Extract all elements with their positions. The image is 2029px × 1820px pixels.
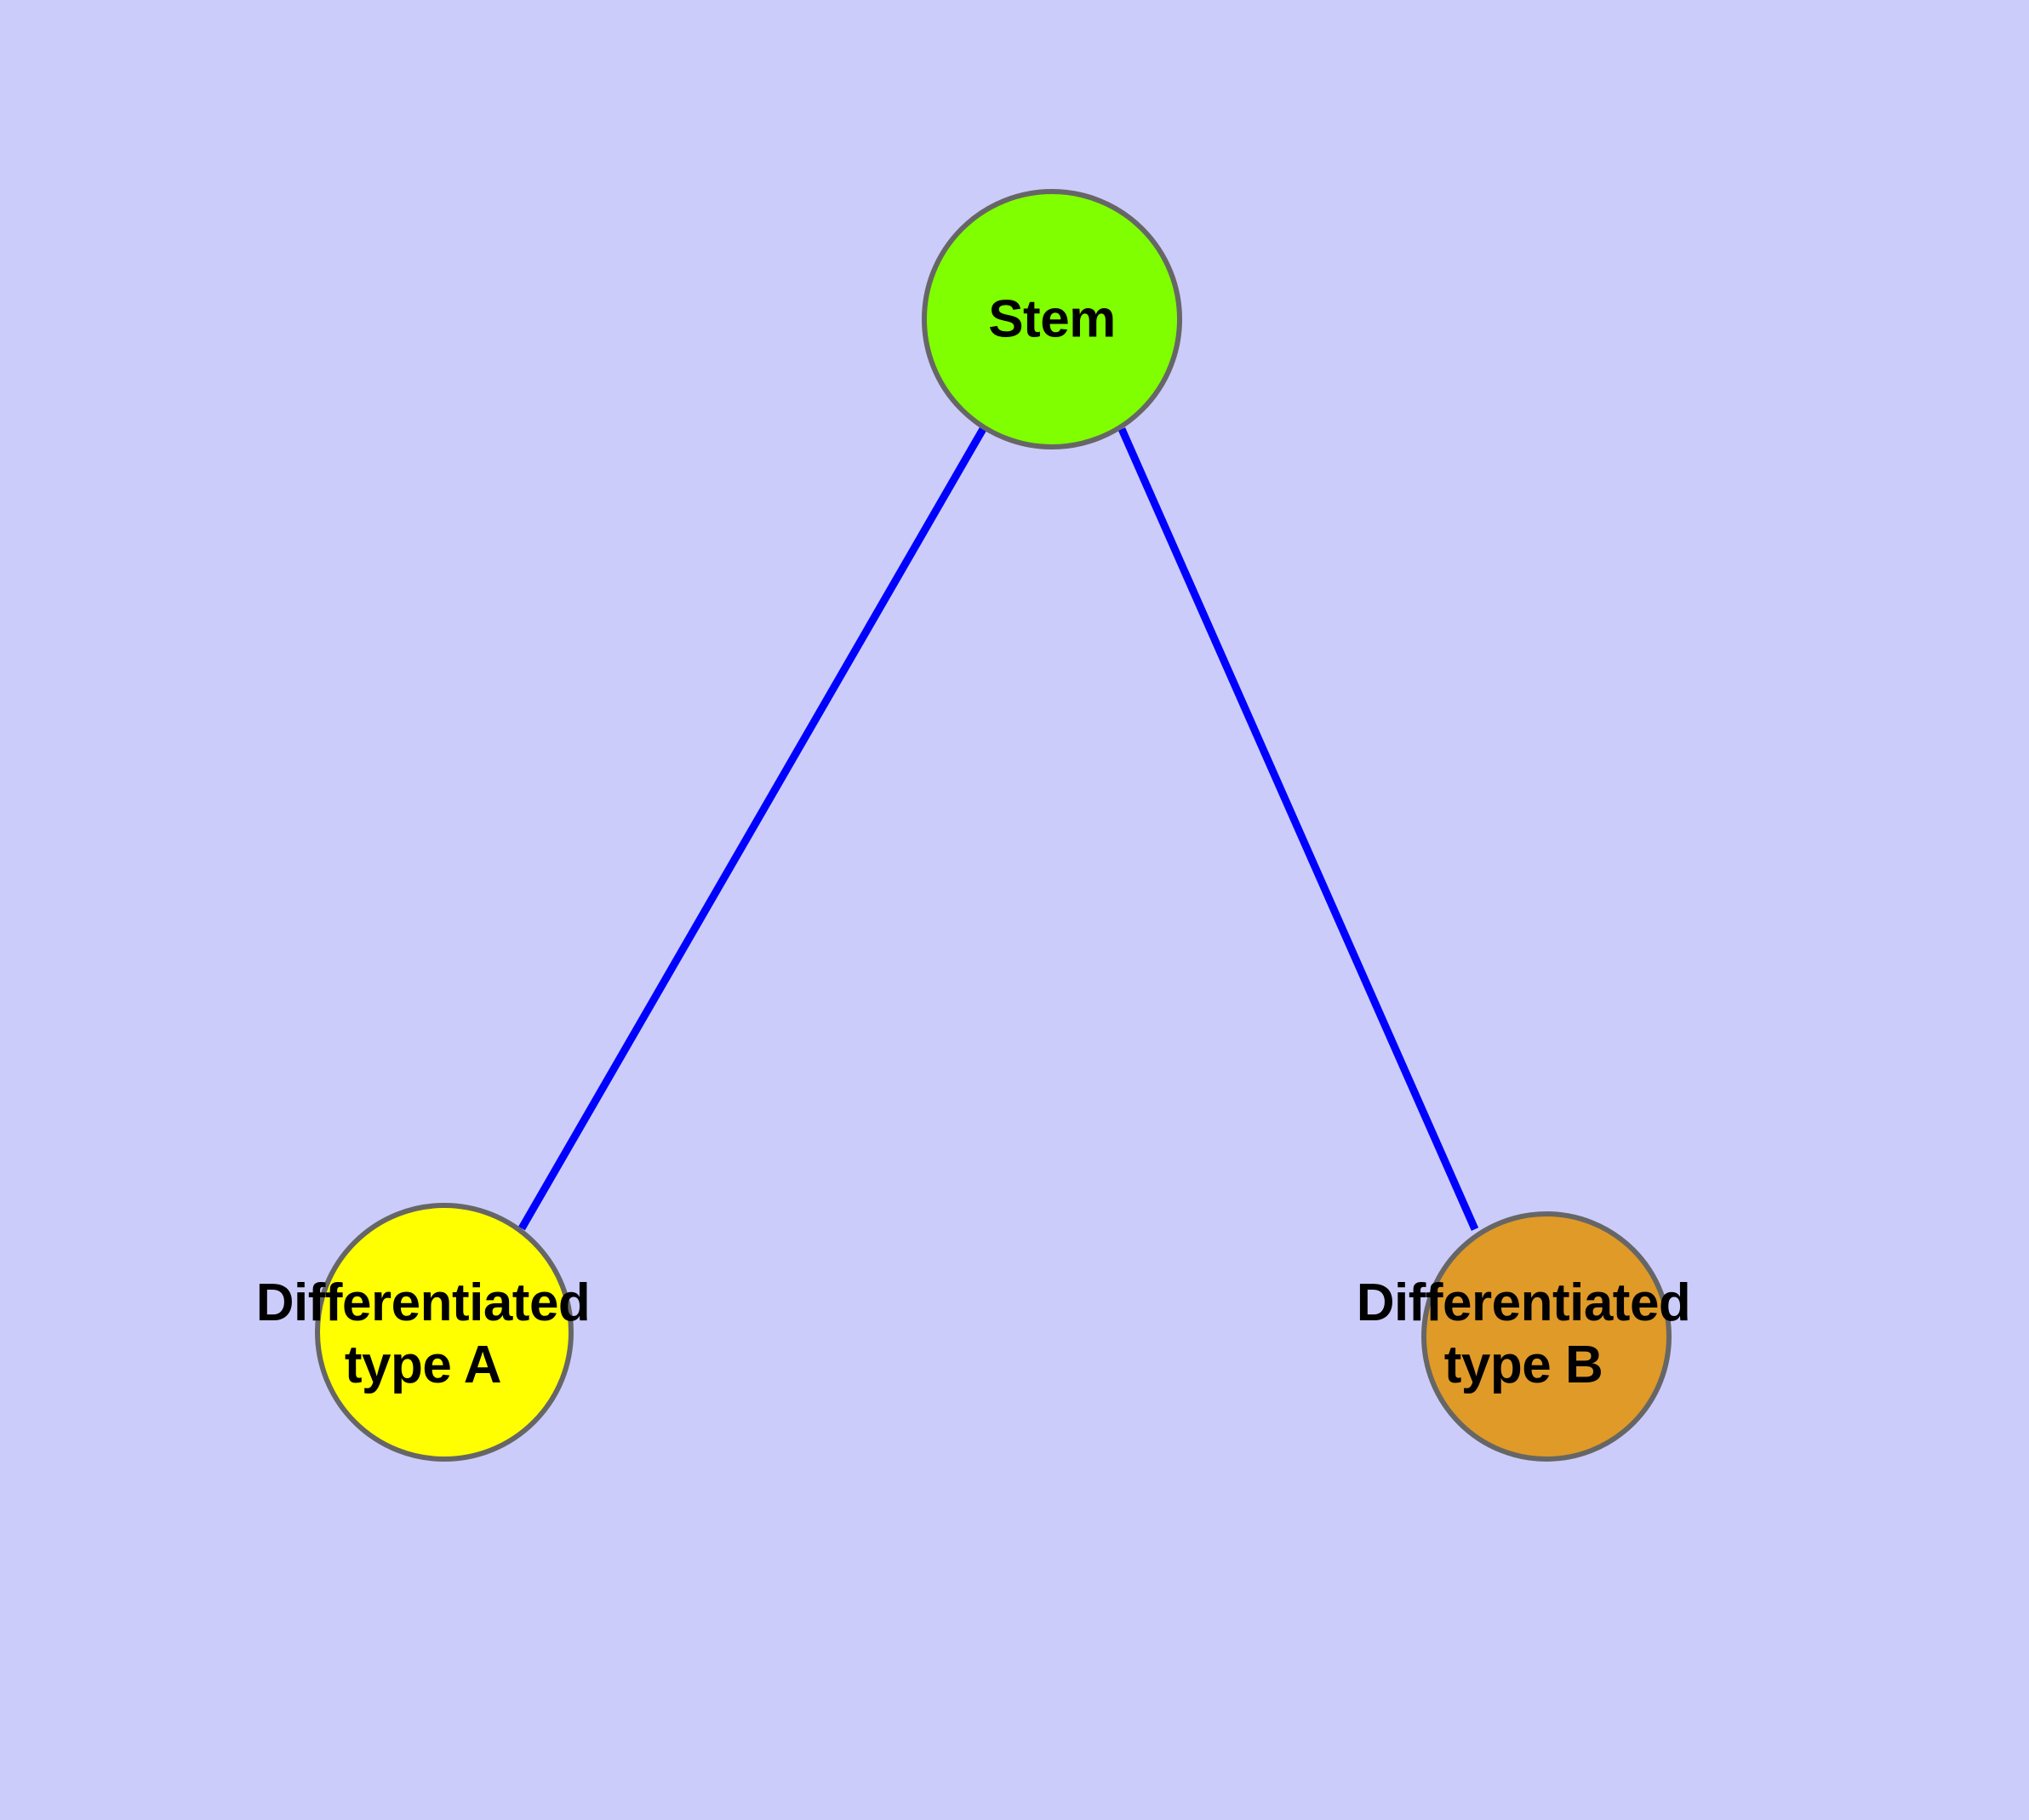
edge-stem-to-differentiated-type-a: [518, 426, 986, 1231]
node-label-differentiated-type-a-line-1: Differentiated: [255, 1273, 591, 1332]
node-differentiated-type-a[interactable]: [315, 1203, 574, 1462]
node-label-stem-line-1: Stem: [988, 289, 1116, 349]
node-stem[interactable]: [922, 189, 1182, 449]
node-differentiated-type-b[interactable]: [1421, 1211, 1672, 1462]
node-label-differentiated-type-b-line-2: type B: [1443, 1336, 1603, 1394]
node-label-differentiated-type-a: Differentiated type A: [256, 1272, 591, 1396]
node-label-differentiated-type-a-line-2: type A: [344, 1336, 502, 1394]
node-label-differentiated-type-b: Differentiated type B: [1357, 1272, 1691, 1396]
node-label-differentiated-type-b-line-1: Differentiated: [1356, 1273, 1691, 1332]
node-label-stem: Stem: [988, 288, 1116, 350]
edge-stem-to-differentiated-type-b: [1117, 427, 1479, 1231]
